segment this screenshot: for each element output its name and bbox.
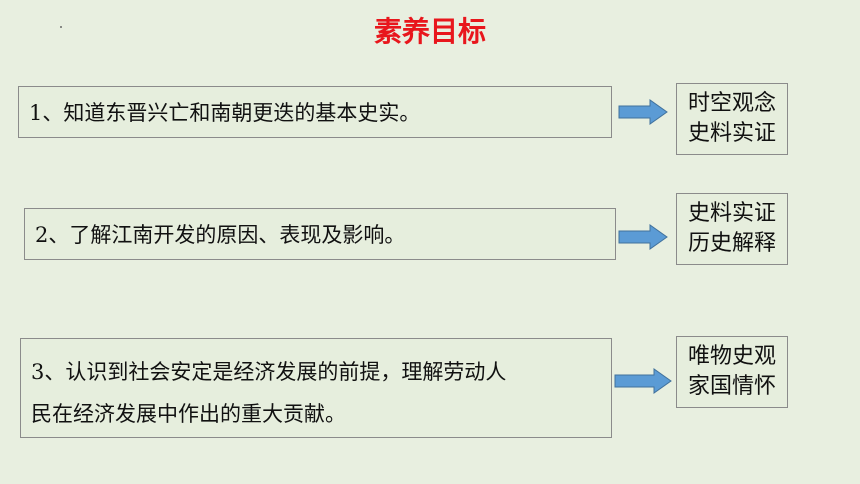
literacy-box-2: 史料实证 历史解释 xyxy=(676,193,788,265)
goal-text-3-line-2: 民在经济发展中作出的重大贡献。 xyxy=(31,402,346,426)
arrow-right-icon xyxy=(614,368,672,394)
literacy-box-1: 时空观念 史料实证 xyxy=(676,83,788,155)
goal-text-3-line-1: 3、认识到社会安定是经济发展的前提，理解劳动人 xyxy=(31,360,507,384)
arrow-right-icon xyxy=(618,224,668,250)
decorative-dot xyxy=(60,26,62,28)
page-title: 素养目标 xyxy=(373,15,486,48)
literacy-label: 史料实证 xyxy=(687,121,776,146)
literacy-label: 唯物史观 xyxy=(687,344,776,369)
goal-box-1: 1、知道东晋兴亡和南朝更迭的基本史实。 xyxy=(18,86,612,138)
literacy-label: 家国情怀 xyxy=(687,374,776,399)
literacy-label: 时空观念 xyxy=(687,91,776,116)
goal-text-1: 1、知道东晋兴亡和南朝更迭的基本史实。 xyxy=(29,101,421,125)
literacy-label: 历史解释 xyxy=(687,231,776,256)
literacy-box-3: 唯物史观 家国情怀 xyxy=(676,336,788,408)
arrow-right-icon xyxy=(618,99,668,125)
goal-box-3: 3、认识到社会安定是经济发展的前提，理解劳动人 民在经济发展中作出的重大贡献。 xyxy=(20,338,612,438)
literacy-label: 史料实证 xyxy=(687,201,776,226)
goal-box-2: 2、了解江南开发的原因、表现及影响。 xyxy=(24,208,616,260)
goal-text-2: 2、了解江南开发的原因、表现及影响。 xyxy=(35,223,406,247)
